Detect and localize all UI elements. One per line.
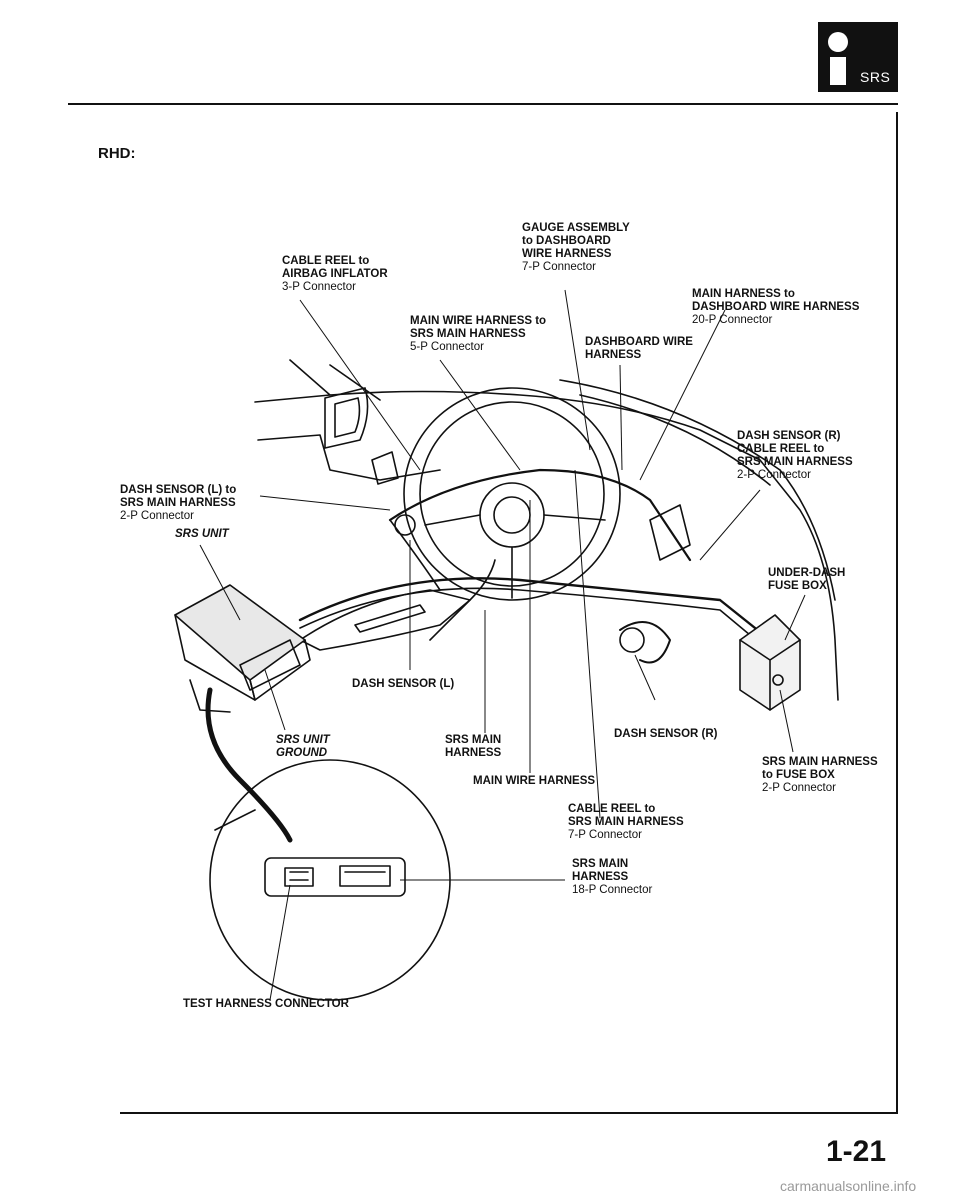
leader-test-harness [269,884,291,1001]
leader-dash-wire [619,364,623,471]
main-harness-run [298,577,772,642]
windshield-line-2 [329,364,381,401]
dash-right-curve-2 [579,394,771,486]
dashboard-top-outline [254,390,839,701]
test-connector-plug-r [339,865,391,887]
srs-unit-bracket [239,639,301,691]
section-title: RHD: [98,145,136,162]
right-door-line [779,469,836,601]
left-vent-small [371,451,399,485]
leader-under-dash [784,594,806,641]
right-rule [896,112,898,1112]
label-srs-to-fuse-box: SRS MAIN HARNESS to FUSE BOX 2-P Connect… [762,756,878,794]
fuse-box-edge [739,639,801,711]
leader-cable-reel-7p [574,469,601,819]
steering-hub-center [493,496,531,534]
label-cable-reel-inflator: CABLE REEL to AIRBAG INFLATOR 3-P Connec… [282,255,388,293]
dash-harness-run [388,468,692,562]
srs-unit-mount [189,679,231,713]
leader-main-20p [639,309,726,481]
bottom-rule [120,1112,898,1114]
steering-wheel-outer [403,387,621,601]
label-dash-sensor-l-conn: DASH SENSOR (L) to SRS MAIN HARNESS 2-P … [120,484,237,522]
steering-spoke-r [543,514,606,521]
label-dash-sensor-r: DASH SENSOR (R) [614,728,718,740]
left-vent [324,387,369,449]
label-cable-reel-srs: CABLE REEL to SRS MAIN HARNESS 7-P Conne… [568,803,684,841]
leader-srs-unit [199,544,241,621]
label-srs-unit-ground: SRS UNIT GROUND [276,734,330,759]
watermark: carmanualsonline.info [780,1178,917,1194]
leader-gauge [564,289,591,451]
srs-unit-front [249,639,311,701]
label-dashboard-wire: DASHBOARD WIRE HARNESS [585,336,693,361]
right-sensor-loop [619,621,671,664]
srs-tab-label: SRS [860,69,891,85]
fuse-box-connector [772,674,784,686]
dash-right-curve [559,379,781,471]
label-test-harness-connector: TEST HARNESS CONNECTOR [183,998,349,1010]
label-main-wire-srs: MAIN WIRE HARNESS to SRS MAIN HARNESS 5-… [410,315,547,353]
label-dash-sensor-l: DASH SENSOR (L) [352,678,455,690]
test-connector-plug-l [284,867,314,887]
windshield-line [289,359,331,396]
center-console [299,589,471,651]
steering-hub [479,482,545,548]
page-number: 1-21 [826,1135,887,1168]
test-connector-plug-detail [289,871,386,881]
leader-dash-sensor-r-reel [699,489,761,561]
console-slot [354,604,426,633]
leader-srs-ground [264,669,286,731]
right-vent [649,504,691,561]
label-srs-main-harness: SRS MAIN HARNESS [445,734,502,759]
test-harness-connector-body [264,857,406,897]
top-rule [68,103,898,105]
dash-sensor-r-body [619,627,645,653]
main-harness-run-2 [299,587,769,651]
leader-cable-reel-inflator [299,299,421,471]
dashboard-lower-outline [257,434,441,481]
label-main-harness-dash: MAIN HARNESS to DASHBOARD WIRE HARNESS 2… [692,288,860,326]
srs-section-tab: SRS [818,22,898,92]
steering-spoke-l [424,514,481,526]
info-icon [828,32,848,52]
leader-dash-sensor-l-conn [259,495,391,511]
label-under-dash-fuse-box: UNDER-DASH FUSE BOX [768,567,846,592]
left-vent-inner [334,397,361,438]
dash-sensor-l-body [394,514,416,536]
leader-dash-sensor-r [634,654,656,701]
label-main-wire-harness: MAIN WIRE HARNESS [473,775,596,787]
leader-main-wire-5p [439,359,521,471]
label-dash-sensor-r-reel: DASH SENSOR (R) CABLE REEL to SRS MAIN H… [737,430,853,481]
label-srs-unit: SRS UNIT [175,528,229,540]
detail-callout-leader [214,809,256,831]
info-icon-bar [830,57,846,85]
label-gauge-assembly: GAUGE ASSEMBLY to DASHBOARD WIRE HARNESS… [522,222,630,273]
leader-srs-fuse [779,689,794,753]
label-srs-main-18p: SRS MAIN HARNESS 18-P Connector [572,858,653,896]
srs-ground-strap [205,687,293,843]
